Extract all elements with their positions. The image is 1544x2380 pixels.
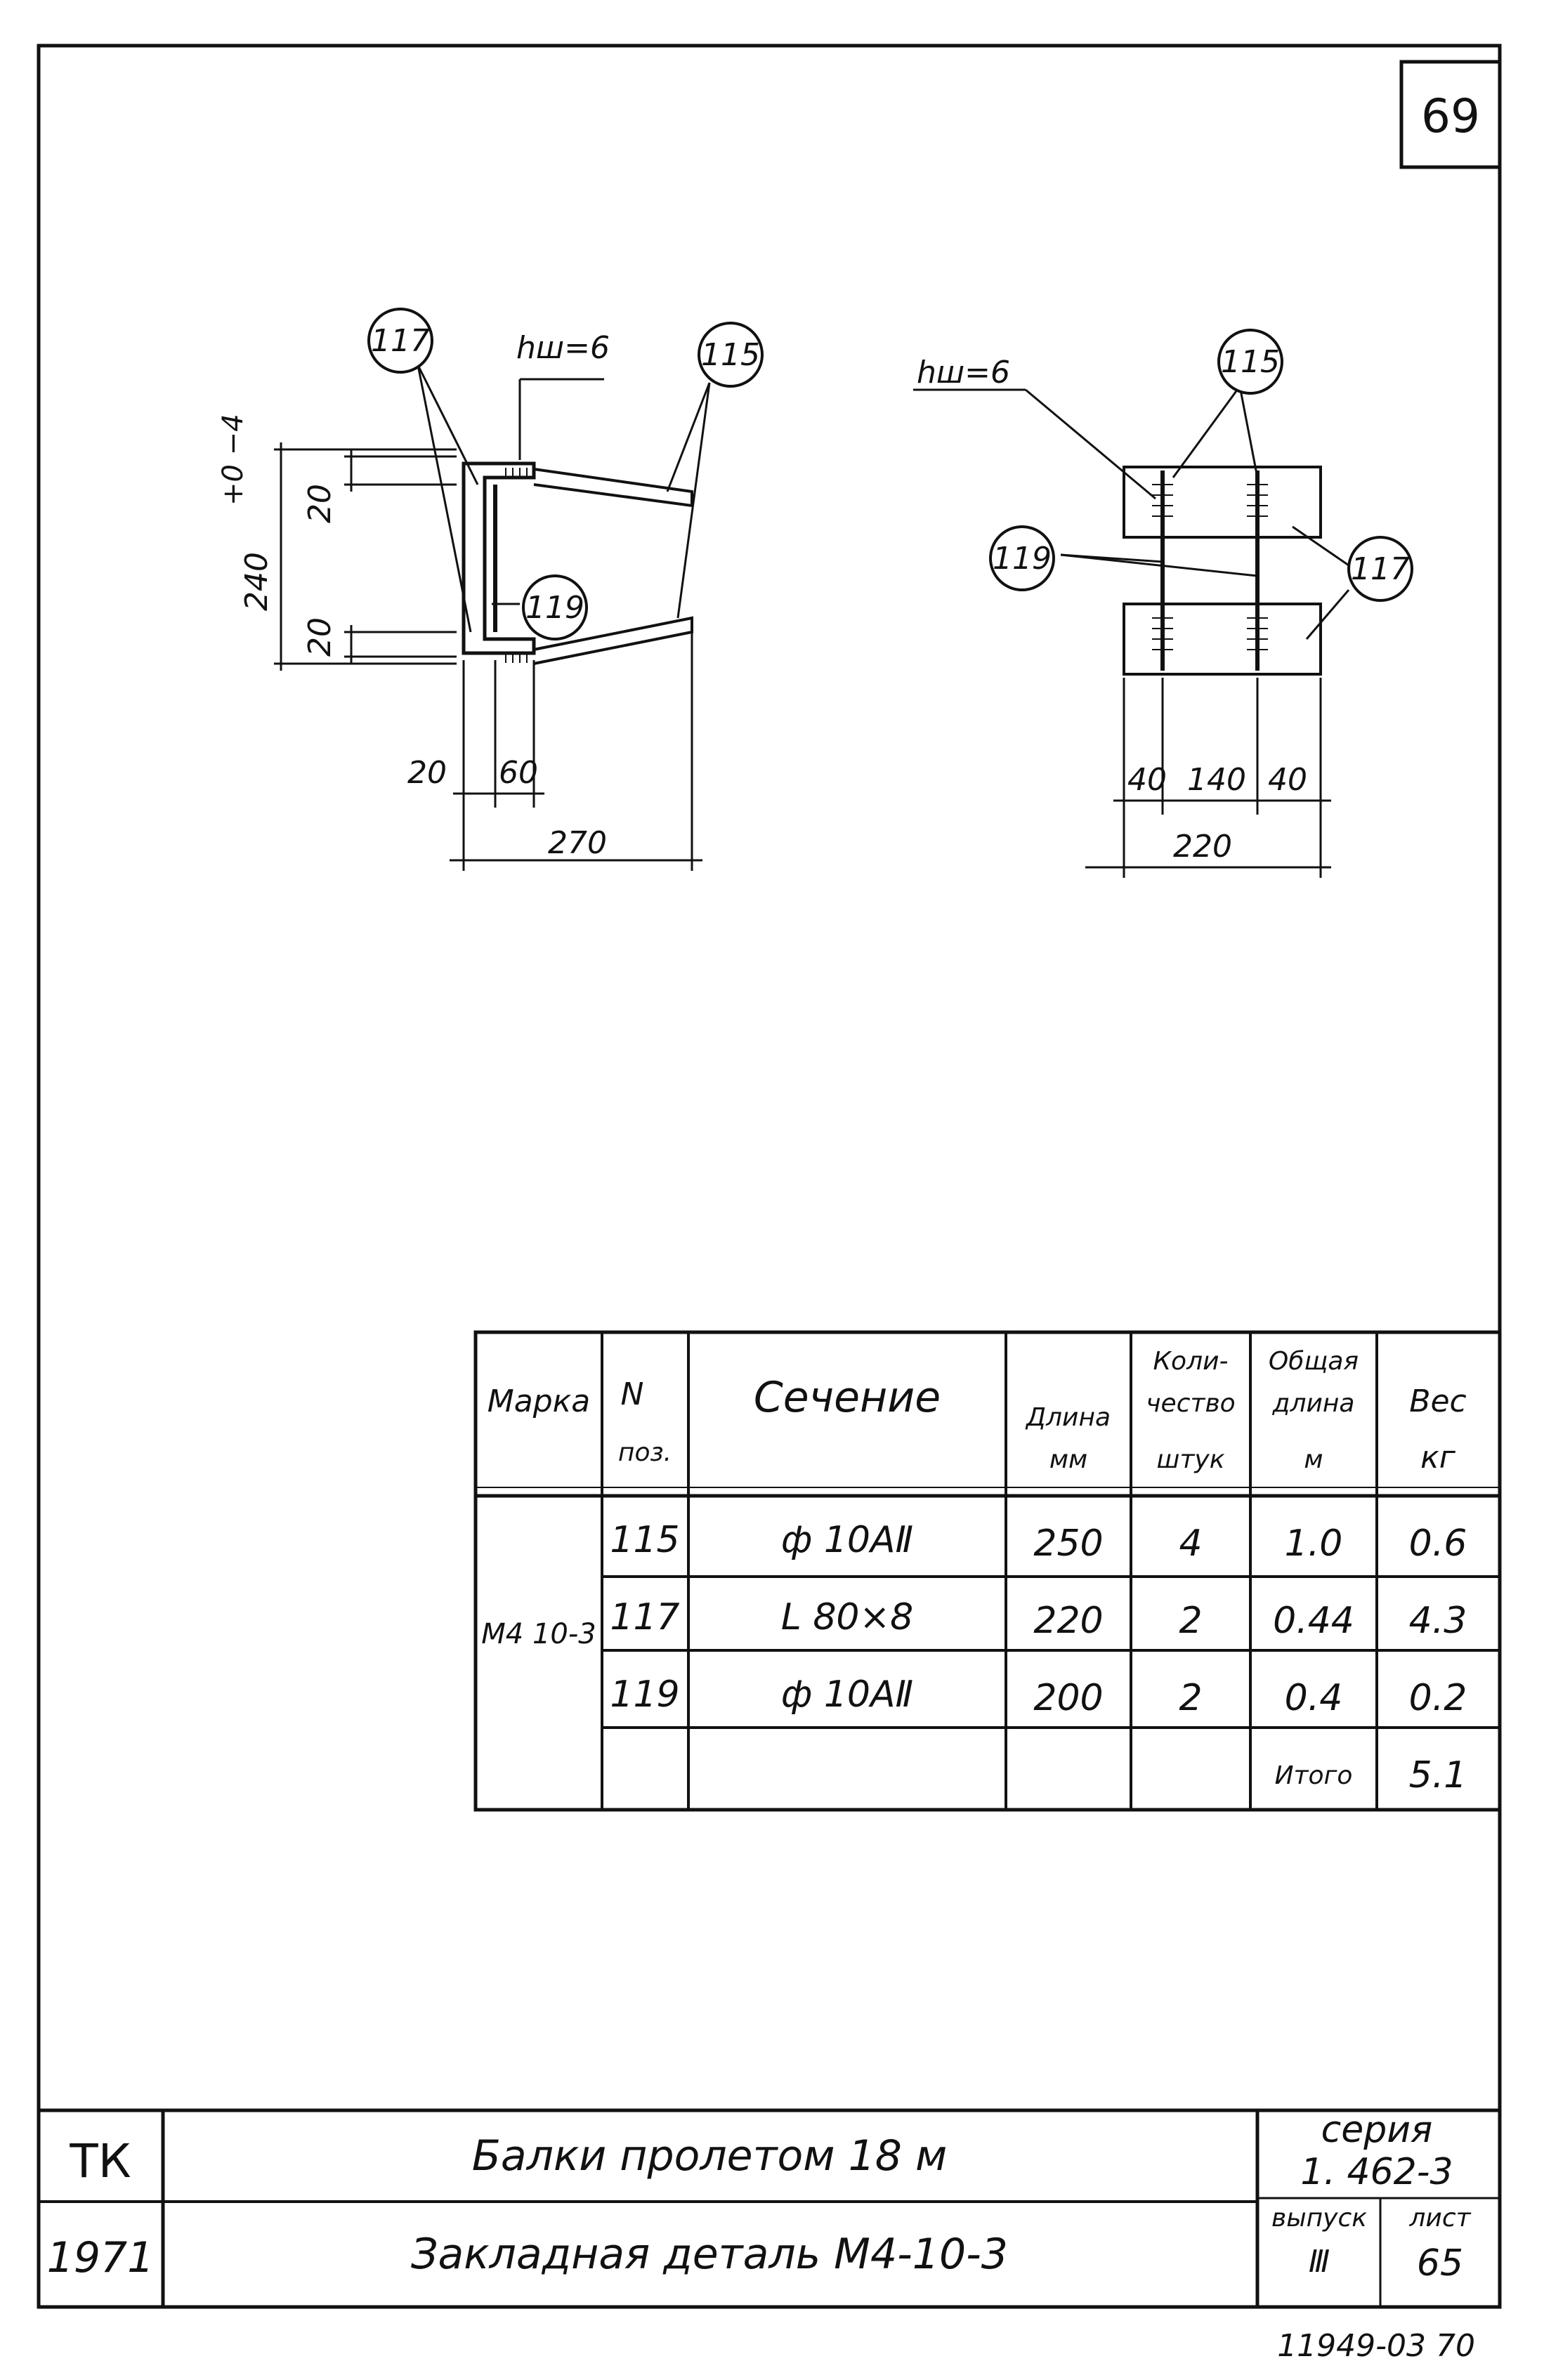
header-weight: Вес	[1409, 1383, 1466, 1419]
left-dim-w2: 60	[499, 755, 538, 791]
cell-pos: 119	[610, 1674, 679, 1716]
table-row: 117 L 80×8 220 2 0.44 4.3	[610, 1596, 1467, 1642]
cell-weight: 0.6	[1409, 1523, 1467, 1565]
org-label: ТК	[69, 2134, 131, 2188]
cell-qty: 2	[1179, 1600, 1202, 1642]
series-value: 1. 462-3	[1300, 2151, 1453, 2193]
right-view	[913, 386, 1350, 878]
cell-pos: 115	[610, 1519, 679, 1561]
header-section: Сечение	[754, 1373, 941, 1422]
right-dim-total: 220	[1173, 829, 1232, 864]
callout-label: 117	[371, 323, 430, 359]
callout-label: 119	[525, 590, 584, 626]
header-total-1: Общая	[1269, 1347, 1359, 1376]
left-weld-label: hш=6	[516, 330, 610, 366]
cell-pos: 117	[610, 1596, 679, 1638]
right-dim-c: 40	[1268, 762, 1307, 798]
header-qty-unit: штук	[1157, 1445, 1225, 1474]
sheet-value: 65	[1417, 2242, 1463, 2284]
header-weight-unit: кг	[1420, 1440, 1456, 1475]
right-callout-119: 119	[989, 525, 1055, 591]
callout-label: 115	[1221, 344, 1280, 380]
cell-section: ф 10АⅡ	[781, 1674, 913, 1716]
header-qty-1: Коли-	[1153, 1347, 1229, 1376]
left-dim-total: 270	[548, 825, 607, 861]
cell-qty: 4	[1179, 1523, 1202, 1565]
header-length-unit: мм	[1049, 1445, 1087, 1474]
header-mark: Марка	[488, 1383, 590, 1419]
cell-length: 220	[1033, 1600, 1103, 1642]
right-dim-a: 40	[1127, 762, 1167, 798]
callout-label: 119	[993, 541, 1052, 577]
title-line-2: Закладная деталь М4-10-3	[411, 2230, 1008, 2279]
issue-label: выпуск	[1271, 2204, 1367, 2233]
cell-length: 200	[1033, 1677, 1103, 1719]
footer-code: 11949-03 70	[1277, 2328, 1475, 2364]
title-line-1: Балки пролетом 18 м	[472, 2131, 948, 2181]
cell-qty: 2	[1179, 1677, 1202, 1719]
header-length: Длина	[1025, 1403, 1111, 1432]
left-dim-top: 20	[302, 484, 338, 523]
sheet-number: 69	[1421, 89, 1480, 143]
sheet-label: лист	[1408, 2204, 1471, 2233]
issue-value: Ⅲ	[1309, 2244, 1330, 2280]
spec-table: Марка N поз. Сечение Длина мм Коли- чест…	[473, 1330, 1502, 1812]
left-callout-115: 115	[698, 322, 764, 388]
header-qty-2: чество	[1146, 1389, 1235, 1418]
right-dim-b: 140	[1187, 762, 1246, 798]
cell-total: 1.0	[1285, 1523, 1343, 1565]
header-pos-n: N	[621, 1376, 644, 1412]
left-dim-bottom: 20	[302, 617, 338, 657]
left-dim-height: 240	[239, 552, 275, 611]
sheet-number-box: 69	[1399, 60, 1502, 169]
callout-label: 115	[701, 337, 760, 373]
series-label: серия	[1321, 2109, 1433, 2151]
cell-section: ф 10АⅡ	[781, 1519, 913, 1561]
cell-total: 0.4	[1285, 1677, 1343, 1719]
left-dim-w1: 20	[407, 755, 447, 791]
total-value: 5.1	[1409, 1754, 1467, 1796]
title-block: ТК 1971 Балки пролетом 18 м Закладная де…	[39, 2108, 1500, 2307]
left-view	[274, 364, 711, 871]
outer-frame	[37, 44, 1502, 2309]
year-label: 1971	[47, 2233, 155, 2282]
left-callout-119: 119	[522, 574, 588, 640]
table-row: 115 ф 10АⅡ 250 4 1.0 0.6	[610, 1519, 1467, 1565]
mark-value: М4 10-3	[481, 1618, 596, 1650]
table-row: 119 ф 10АⅡ 200 2 0.4 0.2	[610, 1674, 1467, 1719]
right-weld-label: hш=6	[917, 355, 1010, 390]
total-label: Итого	[1275, 1761, 1353, 1790]
cell-total: 0.44	[1273, 1600, 1354, 1642]
right-callout-117: 117	[1347, 536, 1413, 602]
right-callout-115: 115	[1217, 329, 1283, 395]
callout-label: 117	[1351, 551, 1410, 587]
header-pos: поз.	[618, 1438, 672, 1467]
header-total-2: длина	[1272, 1389, 1355, 1418]
cell-weight: 4.3	[1409, 1600, 1467, 1642]
cell-length: 250	[1033, 1523, 1103, 1565]
cell-section: L 80×8	[781, 1596, 913, 1638]
left-callout-117: 117	[367, 308, 433, 374]
left-dim-tolerance: +0 −4	[217, 414, 249, 506]
cell-weight: 0.2	[1409, 1677, 1467, 1719]
header-total-unit: м	[1304, 1445, 1323, 1474]
